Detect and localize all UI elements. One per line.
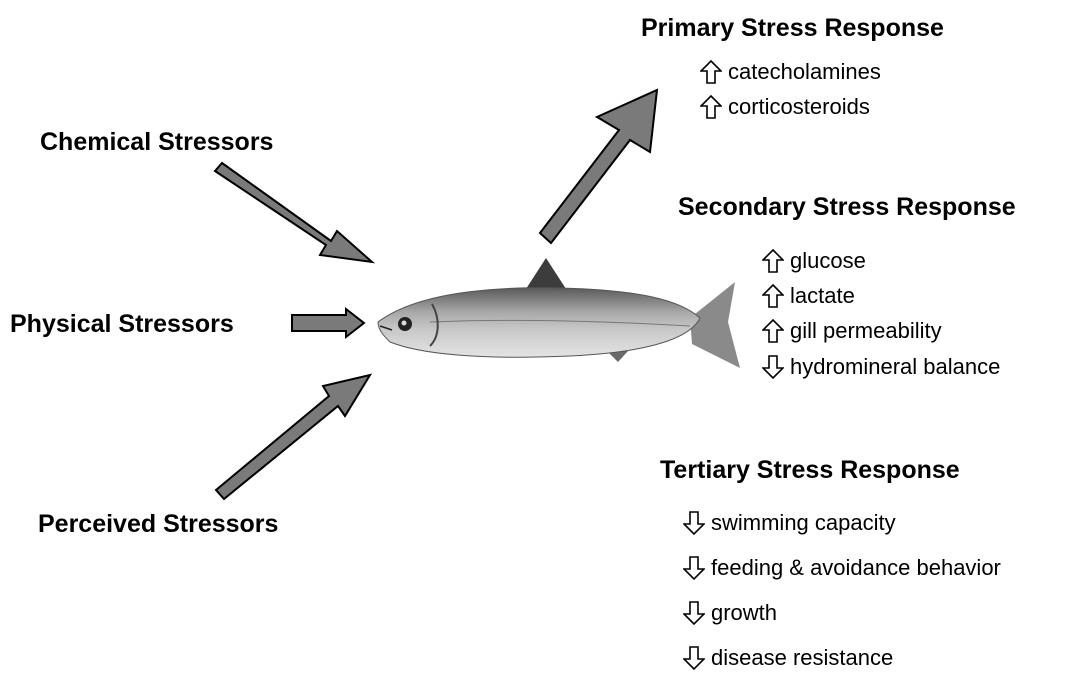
list-item: glucose xyxy=(762,248,866,274)
primary-response-arrow xyxy=(540,90,657,243)
up-arrow-icon xyxy=(700,60,722,84)
list-item: corticosteroids xyxy=(700,94,870,120)
physical-stressor-arrow xyxy=(292,309,364,337)
up-arrow-icon xyxy=(700,95,722,119)
item-label: feeding & avoidance behavior xyxy=(711,555,1001,581)
list-item: growth xyxy=(683,600,777,626)
item-label: hydromineral balance xyxy=(790,354,1000,380)
perceived-stressors-label: Perceived Stressors xyxy=(38,510,278,539)
list-item: hydromineral balance xyxy=(762,354,1000,380)
down-arrow-icon xyxy=(683,511,705,535)
list-item: gill permeability xyxy=(762,318,942,344)
item-label: growth xyxy=(711,600,777,626)
up-arrow-icon xyxy=(762,284,784,308)
up-arrow-icon xyxy=(762,319,784,343)
list-item: lactate xyxy=(762,283,855,309)
perceived-stressor-arrow xyxy=(216,375,370,499)
chemical-stressors-label: Chemical Stressors xyxy=(40,128,273,157)
item-label: gill permeability xyxy=(790,318,942,344)
list-item: feeding & avoidance behavior xyxy=(683,555,1001,581)
list-item: swimming capacity xyxy=(683,510,896,536)
down-arrow-icon xyxy=(683,601,705,625)
down-arrow-icon xyxy=(762,355,784,379)
secondary-response-title: Secondary Stress Response xyxy=(678,193,1016,222)
primary-response-title: Primary Stress Response xyxy=(641,14,944,43)
chemical-stressor-arrow xyxy=(215,163,372,262)
item-label: corticosteroids xyxy=(728,94,870,120)
list-item: disease resistance xyxy=(683,645,893,671)
tertiary-response-title: Tertiary Stress Response xyxy=(660,456,960,485)
fish-image xyxy=(378,258,740,368)
down-arrow-icon xyxy=(683,646,705,670)
item-label: glucose xyxy=(790,248,866,274)
item-label: lactate xyxy=(790,283,855,309)
item-label: catecholamines xyxy=(728,59,881,85)
list-item: catecholamines xyxy=(700,59,881,85)
up-arrow-icon xyxy=(762,249,784,273)
item-label: swimming capacity xyxy=(711,510,896,536)
down-arrow-icon xyxy=(683,556,705,580)
item-label: disease resistance xyxy=(711,645,893,671)
physical-stressors-label: Physical Stressors xyxy=(10,310,234,339)
